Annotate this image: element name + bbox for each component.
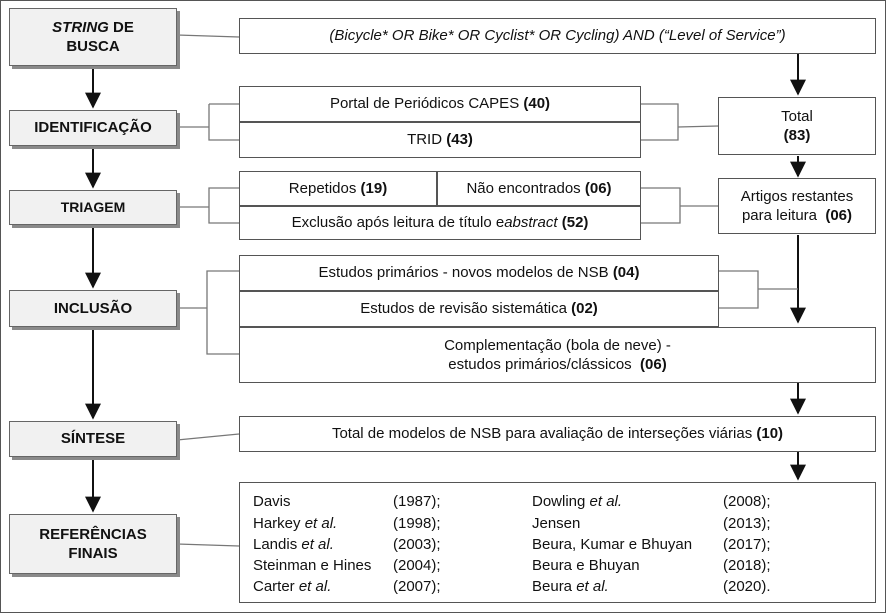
ref-year: (2017);: [723, 536, 771, 553]
ref-year: (2008);: [723, 493, 771, 510]
stage-identificacao: IDENTIFICAÇÃO: [9, 110, 177, 146]
referencias-box: [239, 482, 876, 603]
ref-year: (2003);: [393, 536, 441, 553]
ref-name: Jensen: [532, 515, 581, 532]
ref-name: Harkey et al.: [253, 515, 338, 532]
exclusao-box: Exclusão após leitura de título e abstra…: [239, 206, 641, 240]
sintese-box: Total de modelos de NSB para avaliação d…: [239, 416, 876, 452]
stage-sintese: SÍNTESE: [9, 421, 177, 457]
nao-encontrados-box: Não encontrados (06): [437, 171, 641, 206]
stage-string-de-busca: STRING DE BUSCA: [9, 8, 177, 66]
estudos-revisao-box: Estudos de revisão sistemática (02): [239, 291, 719, 327]
artigos-restantes-box: Artigos restantes para leitura (06): [718, 178, 876, 234]
ref-year: (1987);: [393, 493, 441, 510]
ref-name: Carter et al.: [253, 578, 332, 595]
ref-name: Davis: [253, 493, 291, 510]
total-box: Total (83): [718, 97, 876, 155]
complementacao-box: Complementação (bola de neve) - estudos …: [239, 327, 876, 383]
ref-year: (2018);: [723, 557, 771, 574]
stage-triagem: TRIAGEM: [9, 190, 177, 225]
ref-year: (2007);: [393, 578, 441, 595]
ref-name: Landis et al.: [253, 536, 334, 553]
ref-name: Beura, Kumar e Bhuyan: [532, 536, 693, 553]
ref-name: Dowling et al.: [532, 493, 623, 510]
stage-referencias-finais: REFERÊNCIAS FINAIS: [9, 514, 177, 574]
source-trid-box: TRID (43): [239, 122, 641, 158]
ref-year: (2020).: [723, 578, 771, 595]
ref-year: (1998);: [393, 515, 441, 532]
ref-year: (2004);: [393, 557, 441, 574]
ref-name: Steinman e Hines: [253, 557, 372, 574]
ref-name: Beura et al.: [532, 578, 609, 595]
estudos-primarios-box: Estudos primários - novos modelos de NSB…: [239, 255, 719, 291]
source-capes-box: Portal de Periódicos CAPES (40): [239, 86, 641, 122]
ref-name: Beura e Bhuyan: [532, 557, 640, 574]
ref-year: (2013);: [723, 515, 771, 532]
repetidos-box: Repetidos (19): [239, 171, 437, 206]
stage-inclusao: INCLUSÃO: [9, 290, 177, 327]
search-string-box: (Bicycle* OR Bike* OR Cyclist* OR Cyclin…: [239, 18, 876, 54]
